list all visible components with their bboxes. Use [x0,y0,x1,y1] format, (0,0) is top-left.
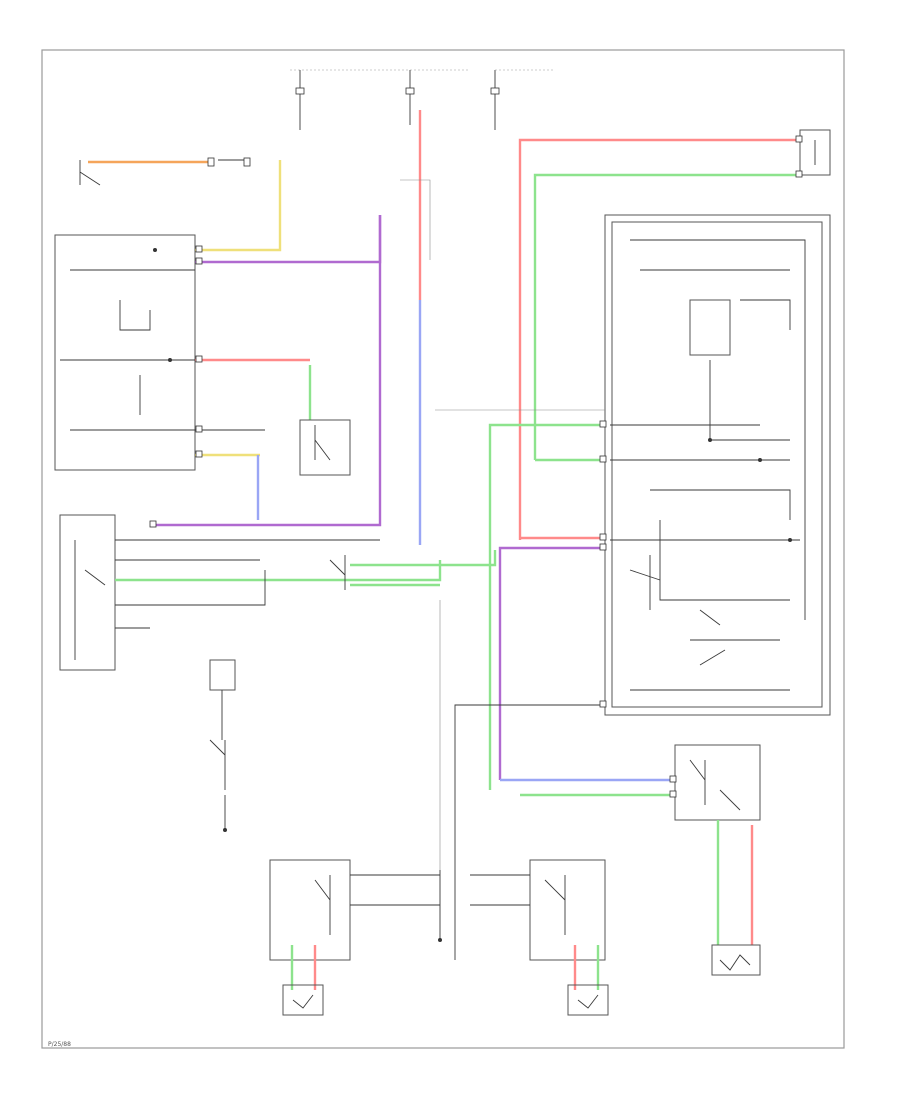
fuse-block-top [290,69,555,130]
wire-yel-relay-top [195,160,282,252]
wire-green-master [488,423,605,790]
wire-red-top-right [518,138,800,540]
door-switch-center [299,419,351,476]
wire-master-lower [454,704,605,960]
door-lock-switch-lower-left [209,659,236,832]
wire-purple-trunk [150,215,382,527]
left-door-key-switch [79,157,251,186]
wire-green-top-right [533,173,800,460]
wire-gray-trunk [400,179,431,260]
center-lock-switch [329,550,497,590]
power-window-sub-switch [674,744,761,821]
wire-purple-relay [195,215,382,264]
power-window-master-switch [604,214,831,716]
left-power-window-switch [799,129,831,176]
wire-purple-master [498,546,605,780]
footer-code: P/25/88 [48,1041,71,1048]
right-power-window-motor [711,944,761,976]
door-lock-control-relay [54,234,196,471]
passenger-door-lock-actuator [59,514,442,671]
center-ground-connector [438,600,442,942]
connector-terminals [149,135,803,798]
diagram-border [41,49,845,1049]
left-door-lock-actuator [269,859,440,1016]
right-door-lock-actuator [470,859,609,1016]
